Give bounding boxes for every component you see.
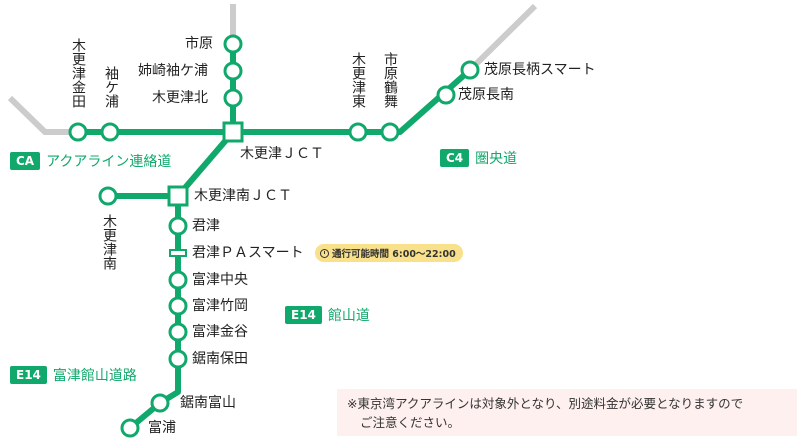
station-kimitsu-pa-smart-node[interactable] xyxy=(169,249,187,257)
station-futtsu-takeoka-label: 富津竹岡 xyxy=(192,298,248,314)
station-kisarazu-minami-node[interactable] xyxy=(98,186,118,206)
station-tomiura-label: 富浦 xyxy=(148,420,176,436)
station-kisarazu-higashi-label: 木更津東 xyxy=(350,52,366,108)
station-kisarazu-kaneda-node[interactable] xyxy=(68,122,88,142)
route-c4-label: C4 圏央道 xyxy=(440,148,517,168)
station-mobara-nagara-smart-label: 茂原長柄スマート xyxy=(484,62,596,78)
junction-kisarazu-minami-node[interactable] xyxy=(167,185,189,207)
route-e14-futtsu-label: E14 富津館山道路 xyxy=(10,365,137,385)
station-ichihara-label: 市原 xyxy=(185,36,213,52)
route-ca-name: アクアライン連絡道 xyxy=(46,154,172,170)
note-line-2: ご注意ください。 xyxy=(360,415,461,430)
station-kimitsu-pa-smart-label: 君津ＰＡスマート xyxy=(192,245,304,261)
hours-badge-text: 通行可能時間 6:00～22:00 xyxy=(332,249,456,260)
route-ca-badge: CA xyxy=(10,152,41,170)
station-kyonan-tomiyama-label: 鋸南富山 xyxy=(180,395,236,411)
station-ichihara-tsurumai-label: 市原鶴舞 xyxy=(382,52,398,108)
station-futtsu-takeoka-node[interactable] xyxy=(168,296,188,316)
hours-badge: 通行可能時間 6:00～22:00 xyxy=(315,244,463,262)
route-e14-futtsu-name: 富津館山道路 xyxy=(52,368,137,384)
station-kyonan-hota-node[interactable] xyxy=(168,349,188,369)
route-e14-tateyama-name: 館山道 xyxy=(327,308,370,324)
station-mobara-nagaminami-label: 茂原長南 xyxy=(458,87,514,103)
station-ichihara-node[interactable] xyxy=(223,34,243,54)
station-kimitsu-node[interactable] xyxy=(168,216,188,236)
station-futtsu-kanaya-node[interactable] xyxy=(168,322,188,342)
station-mobara-nagaminami-node[interactable] xyxy=(436,85,456,105)
station-sodegaura-label: 袖ケ浦 xyxy=(103,66,119,108)
route-e14-tateyama-label: E14 館山道 xyxy=(285,305,370,325)
route-ca-label: CA アクアライン連絡道 xyxy=(10,151,171,171)
station-kyonan-tomiyama-node[interactable] xyxy=(150,393,170,413)
station-kisarazu-higashi-node[interactable] xyxy=(348,122,368,142)
junction-kisarazu-minami-label: 木更津南ＪＣＴ xyxy=(194,188,292,204)
line-tateyama-south xyxy=(127,129,236,431)
grey-line-ca-west xyxy=(7,95,78,135)
station-anesaki-sodegaura-node[interactable] xyxy=(223,61,243,81)
route-c4-badge: C4 xyxy=(440,149,470,167)
station-ichihara-tsurumai-node[interactable] xyxy=(380,122,400,142)
route-e14-futtsu-badge: E14 xyxy=(10,366,47,384)
station-kisarazu-minami-label: 木更津南 xyxy=(101,214,117,270)
station-kisarazu-kita-node[interactable] xyxy=(223,88,243,108)
route-c4-name: 圏央道 xyxy=(475,151,518,167)
station-kisarazu-kita-label: 木更津北 xyxy=(152,90,208,106)
note-line-1: ※東京湾アクアラインは対象外となり、別途料金が必要となりますので xyxy=(347,396,744,411)
route-e14-tateyama-badge: E14 xyxy=(285,306,322,324)
note-box: ※東京湾アクアラインは対象外となり、別途料金が必要となりますので ご注意ください… xyxy=(337,389,797,436)
station-kimitsu-label: 君津 xyxy=(192,218,220,234)
station-futtsu-kanaya-label: 富津金谷 xyxy=(192,324,248,340)
junction-kisarazu-label: 木更津ＪＣＴ xyxy=(240,146,324,162)
station-anesaki-sodegaura-label: 姉崎袖ケ浦 xyxy=(138,63,208,79)
station-mobara-nagara-smart-node[interactable] xyxy=(460,60,480,80)
grey-line-c4-northeast xyxy=(467,3,538,73)
station-kisarazu-kaneda-label: 木更津金田 xyxy=(70,38,86,108)
station-futtsu-chuo-label: 富津中央 xyxy=(192,272,248,288)
clock-icon xyxy=(320,248,329,258)
station-futtsu-chuo-node[interactable] xyxy=(168,270,188,290)
station-kyonan-hota-label: 鋸南保田 xyxy=(192,351,248,367)
junction-kisarazu-node[interactable] xyxy=(222,121,244,143)
station-tomiura-node[interactable] xyxy=(120,418,140,438)
station-sodegaura-node[interactable] xyxy=(100,122,120,142)
